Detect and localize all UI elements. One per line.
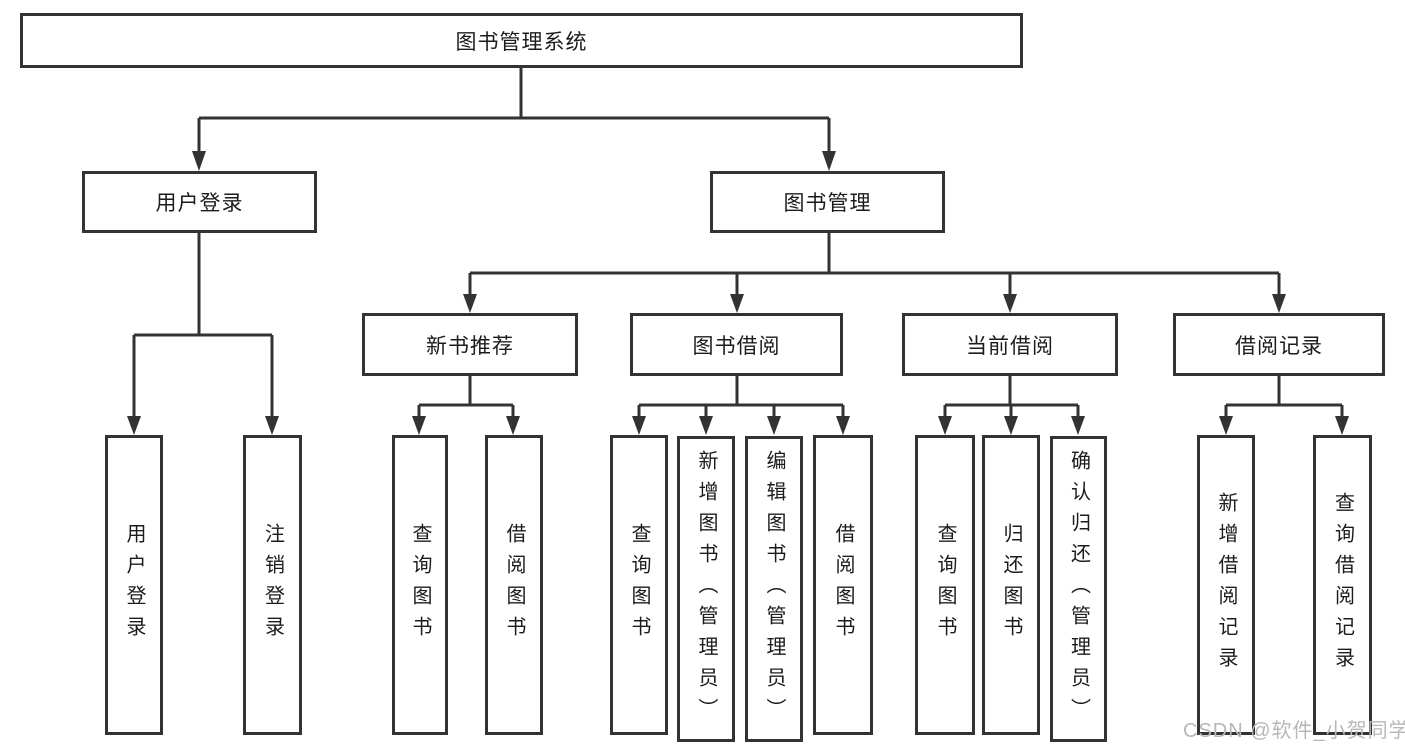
arrowheads	[127, 151, 1349, 435]
connector-book-management	[468, 233, 1281, 297]
leaf-add-books-admin: 新增图书（管理员）	[677, 436, 735, 742]
branch-book-management: 图书管理	[710, 171, 945, 233]
leaf-edit-books-admin-label: 编辑图书（管理员）	[763, 449, 785, 729]
arrow-down-icon	[836, 416, 850, 435]
leaf-query-books-current: 查询图书	[915, 435, 975, 735]
connector-borrow-records	[1224, 376, 1344, 420]
group-borrow-records: 借阅记录	[1173, 313, 1385, 376]
arrow-down-icon	[767, 416, 781, 435]
leaf-borrow-books-recommend: 借阅图书	[485, 435, 543, 735]
leaf-user-login-label: 用户登录	[123, 523, 145, 647]
arrow-down-icon	[192, 151, 206, 171]
branch-user-login-label: 用户登录	[155, 192, 244, 215]
group-book-borrowing-label: 图书借阅	[692, 334, 781, 358]
arrow-down-icon	[730, 294, 744, 313]
leaf-query-books-borrow: 查询图书	[610, 435, 668, 735]
connector-new-book-recommend	[417, 376, 515, 420]
arrow-down-icon	[1071, 416, 1085, 435]
arrow-down-icon	[412, 416, 426, 435]
arrow-down-icon	[506, 416, 520, 435]
group-current-borrowing: 当前借阅	[902, 313, 1118, 376]
connector-current-borrowing	[943, 376, 1080, 420]
arrow-down-icon	[938, 416, 952, 435]
node-root: 图书管理系统	[20, 13, 1023, 68]
leaf-query-books-recommend: 查询图书	[392, 435, 448, 735]
connector-root	[197, 68, 831, 155]
leaf-confirm-return-admin: 确认归还（管理员）	[1050, 436, 1107, 742]
arrow-down-icon	[1272, 294, 1286, 313]
arrow-down-icon	[1219, 416, 1233, 435]
group-book-borrowing: 图书借阅	[630, 313, 843, 376]
arrow-down-icon	[699, 416, 713, 435]
leaf-query-books-recommend-label: 查询图书	[409, 523, 431, 647]
leaf-query-books-borrow-label: 查询图书	[628, 523, 650, 647]
leaf-user-login: 用户登录	[105, 435, 163, 735]
arrow-down-icon	[463, 294, 477, 313]
arrow-down-icon	[265, 416, 279, 435]
connector-book-borrowing	[637, 376, 845, 420]
watermark: CSDN @软件_小贺同学	[1183, 720, 1405, 742]
branch-book-management-label: 图书管理	[783, 192, 872, 215]
node-root-label: 图书管理系统	[455, 30, 588, 54]
leaf-return-books-label: 归还图书	[1000, 523, 1022, 647]
leaf-confirm-return-admin-label: 确认归还（管理员）	[1067, 449, 1090, 729]
leaf-query-borrow-record: 查询借阅记录	[1313, 435, 1372, 735]
leaf-borrow-books-borrow-label: 借阅图书	[832, 523, 854, 647]
arrow-down-icon	[822, 151, 836, 171]
arrow-down-icon	[632, 416, 646, 435]
group-new-book-recommend: 新书推荐	[362, 313, 578, 376]
leaf-query-books-current-label: 查询图书	[934, 523, 956, 647]
branch-user-login: 用户登录	[82, 171, 317, 233]
arrow-down-icon	[127, 416, 141, 435]
group-borrow-records-label: 借阅记录	[1235, 334, 1323, 358]
leaf-logout: 注销登录	[243, 435, 302, 735]
leaf-add-books-admin-label: 新增图书（管理员）	[695, 449, 717, 729]
leaf-add-borrow-record: 新增借阅记录	[1197, 435, 1255, 735]
leaf-logout-label: 注销登录	[261, 523, 284, 647]
leaf-query-borrow-record-label: 查询借阅记录	[1331, 492, 1354, 678]
leaf-borrow-books-recommend-label: 借阅图书	[503, 523, 525, 647]
arrow-down-icon	[1003, 294, 1017, 313]
leaf-add-borrow-record-label: 新增借阅记录	[1215, 492, 1237, 678]
arrow-down-icon	[1335, 416, 1349, 435]
leaf-return-books: 归还图书	[982, 435, 1040, 735]
group-current-borrowing-label: 当前借阅	[966, 334, 1054, 358]
group-new-book-recommend-label: 新书推荐	[426, 334, 514, 358]
connector-user-login	[132, 233, 274, 420]
leaf-borrow-books-borrow: 借阅图书	[813, 435, 873, 735]
leaf-edit-books-admin: 编辑图书（管理员）	[745, 436, 803, 742]
arrow-down-icon	[1004, 416, 1018, 435]
